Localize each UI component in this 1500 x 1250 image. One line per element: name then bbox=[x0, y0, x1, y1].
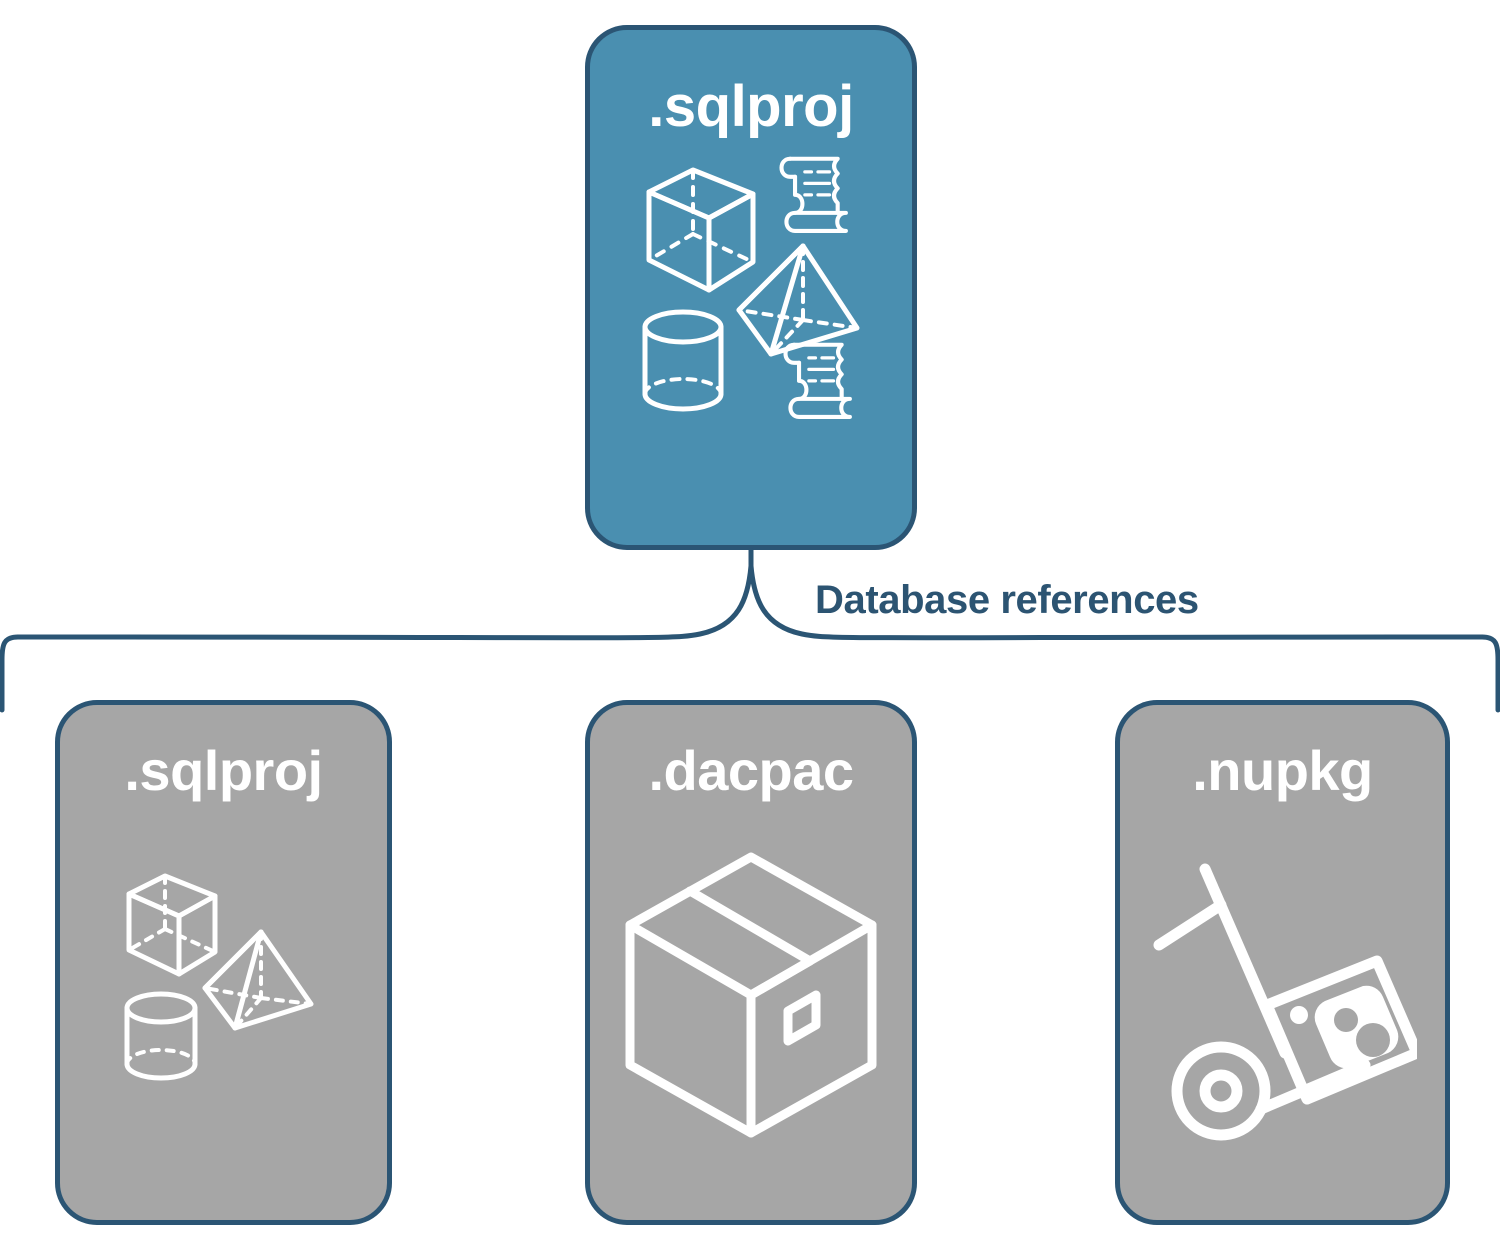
nuget-package-icon bbox=[1261, 955, 1417, 1104]
pyramid-icon bbox=[736, 243, 860, 357]
node-title-dacpac: .dacpac bbox=[648, 739, 854, 802]
node-title-sqlproj-root: .sqlproj bbox=[648, 74, 854, 139]
database-references-label: Database references bbox=[815, 578, 1199, 622]
node-title-sqlproj-reference: .sqlproj bbox=[124, 739, 323, 802]
scroll-icon bbox=[783, 342, 852, 419]
shapes-and-scripts-illustration bbox=[642, 156, 860, 419]
scroll-icon bbox=[779, 156, 848, 233]
node-artwork-nupkg bbox=[1120, 799, 1445, 1220]
shapes-illustration bbox=[124, 873, 313, 1080]
node-card-dacpac[interactable]: .dacpac bbox=[585, 700, 917, 1225]
node-artwork-sqlproj-root bbox=[590, 136, 912, 545]
brace-left-end-cap bbox=[0, 634, 21, 713]
node-artwork-sqlproj-reference bbox=[60, 799, 387, 1220]
node-card-sqlproj-reference[interactable]: .sqlproj bbox=[55, 700, 392, 1225]
brace-right-end-cap bbox=[1479, 634, 1500, 713]
node-card-sqlproj-root[interactable]: .sqlproj bbox=[585, 25, 917, 550]
node-title-nupkg: .nupkg bbox=[1192, 739, 1373, 802]
brace-left-arm bbox=[15, 563, 754, 641]
hand-truck-with-package-illustration bbox=[1153, 863, 1417, 1140]
node-card-nupkg[interactable]: .nupkg bbox=[1115, 700, 1450, 1225]
cube-icon bbox=[126, 873, 217, 976]
package-box-icon bbox=[625, 852, 877, 1137]
cylinder-icon bbox=[124, 991, 197, 1080]
cylinder-icon bbox=[642, 309, 724, 412]
pyramid-icon bbox=[202, 929, 313, 1030]
cube-icon bbox=[646, 167, 756, 293]
node-artwork-dacpac bbox=[590, 799, 912, 1220]
